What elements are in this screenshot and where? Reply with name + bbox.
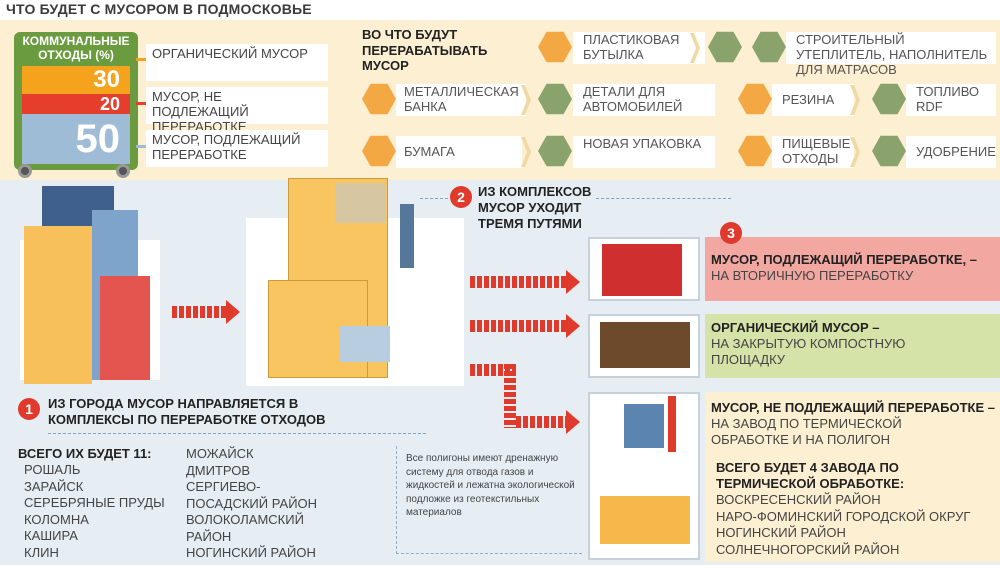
flow-arrow [172, 306, 226, 318]
complex-item: СЕРГИЕВО-ПОСАДСКИЙ РАЙОН [186, 479, 318, 511]
fertilizer-icon [872, 135, 906, 167]
complex-item: ЗАРАЙСК [24, 478, 84, 494]
flow-arrow [516, 416, 566, 428]
complex-item: КАШИРА [24, 528, 78, 543]
insulation-icon [708, 31, 742, 63]
to-item: ТОПЛИВО RDF [906, 84, 996, 116]
complexes-col1: РОШАЛЬ ЗАРАЙСК СЕРЕБРЯНЫЕ ПРУДЫ КОЛОМНА … [24, 462, 174, 561]
step1-text: ИЗ ГОРОДА МУСОР НАПРАВЛЯЕТСЯ В КОМПЛЕКСЫ… [48, 396, 326, 427]
to-item: СТРОИТЕЛЬНЫЙ УТЕПЛИТЕЛЬ, НАПОЛНИТЕЛЬ ДЛЯ… [786, 32, 996, 77]
step-number: 1 [18, 398, 40, 420]
plants-header: ВСЕГО БУДЕТ 4 ЗАВОДА ПО ТЕРМИЧЕСКОЙ ОБРА… [716, 460, 905, 491]
legend-bar [136, 145, 148, 148]
tanks-icon [340, 326, 390, 362]
car-parts-icon [538, 83, 572, 115]
complexes-col2: МОЖАЙСК ДМИТРОВ СЕРГИЕВО-ПОСАДСКИЙ РАЙОН… [186, 446, 326, 562]
bottle-icon [538, 31, 572, 63]
from-item: БУМАГА [396, 136, 522, 168]
house-icon [752, 31, 786, 63]
segment-organic: 30 [22, 66, 130, 94]
from-item: ПЛАСТИКОВАЯ БУТЫЛКА [573, 32, 705, 64]
box-icon [538, 135, 572, 167]
factory-icon [602, 244, 682, 296]
label-recyclable: МУСОР, ПОДЛЕЖАЩИЙ ПЕРЕРАБОТКЕ [146, 130, 328, 167]
chimney-icon [400, 204, 414, 268]
complex-item: НОГИНСКИЙ РАЙОН [186, 545, 316, 560]
complexes-header: ВСЕГО ИХ БУДЕТ 11: [18, 446, 152, 461]
path-band-thermal [705, 392, 1000, 562]
step-number: 2 [450, 186, 472, 208]
plant-item: НОГИНСКИЙ РАЙОН [716, 525, 846, 540]
path-title: МУСОР, НЕ ПОДЛЕЖАЩИЙ ПЕРЕРАБОТКЕ – [711, 400, 996, 415]
recycle-question: ВО ЧТО БУДУТ ПЕРЕРАБАТЫВАТЬ МУСОР [362, 27, 488, 73]
to-item: ДЕТАЛИ ДЛЯ АВТОМОБИЛЕЙ [573, 84, 715, 116]
flow-arrow [470, 276, 566, 288]
from-item: ПИЩЕВЫЕ ОТХОДЫ [772, 136, 854, 168]
segment-recyclable: 50 [22, 114, 130, 164]
complex-item: ДМИТРОВ [186, 462, 251, 478]
complex-item: КОЛОМНА [24, 511, 89, 527]
complex-item: ВОЛОКОЛАМСКИЙ РАЙОН [186, 512, 304, 544]
label-nonrecyclable: МУСОР, НЕ ПОДЛЕЖАЩИЙ ПЕРЕРАБОТКЕ [146, 87, 328, 134]
from-item: МЕТАЛЛИЧЕСКАЯ БАНКА [396, 84, 526, 116]
roof-icon [335, 183, 385, 223]
flow-arrow-head [566, 410, 580, 434]
to-item: НОВАЯ УПАКОВКА [573, 136, 715, 168]
legend-bar [136, 58, 148, 61]
complex-item: СЕРЕБРЯНЫЕ ПРУДЫ [24, 495, 165, 510]
path-text: НА ВТОРИЧНУЮ ПЕРЕРАБОТКУ [711, 268, 914, 283]
plant-icon [624, 404, 664, 448]
chimney-icon [668, 396, 676, 452]
path-title: ОРГАНИЧЕСКИЙ МУСОР – [711, 320, 880, 335]
building-icon [24, 226, 92, 384]
rubber-icon [738, 83, 772, 115]
dashed-line [420, 198, 448, 199]
plant-item: ВОСКРЕСЕНСКИЙ РАЙОН [716, 492, 881, 507]
food-waste-icon [738, 135, 772, 167]
plant-item: НАРО-ФОМИНСКИЙ ГОРОДСКОЙ ОКРУГ [716, 508, 971, 524]
legend-bar [136, 102, 148, 105]
path-band-compost [705, 314, 1000, 378]
page-title: ЧТО БУДЕТ С МУСОРОМ В ПОДМОСКОВЬЕ [6, 1, 312, 17]
step2-text: ИЗ КОМПЛЕКСОВ МУСОР УХОДИТ ТРЕМЯ ПУТЯМИ [478, 184, 592, 231]
fuel-icon [872, 83, 906, 115]
flow-arrow-head [566, 270, 580, 294]
flow-arrow-head [226, 300, 240, 324]
note-text: Все полигоны имеют дренажную систему для… [406, 453, 575, 518]
path-title: МУСОР, ПОДЛЕЖАЩИЙ ПЕРЕРАБОТКЕ, – [711, 252, 977, 267]
path-text: НА ЗАВОД ПО ТЕРМИЧЕСКОЙ ОБРАБОТКЕ И НА П… [711, 416, 902, 447]
bin-header: КОММУНАЛЬНЫЕ ОТХОДЫ (%) [22, 34, 130, 62]
label-organic: ОРГАНИЧЕСКИЙ МУСОР [146, 44, 328, 81]
landfill-icon [600, 496, 690, 544]
plants-list: ВОСКРЕСЕНСКИЙ РАЙОН НАРО-ФОМИНСКИЙ ГОРОД… [716, 492, 996, 558]
to-item: УДОБРЕНИЕ [906, 136, 996, 168]
complex-item: МОЖАЙСК [186, 446, 254, 461]
compost-icon [600, 322, 690, 368]
complex-item: КЛИН [24, 544, 59, 560]
flow-arrow-head [566, 314, 580, 338]
path-band-recycling [705, 237, 1000, 301]
wheel-icon [18, 164, 32, 178]
flow-arrow [470, 320, 566, 332]
complex-item: РОШАЛЬ [24, 462, 81, 477]
building-icon [100, 276, 150, 380]
dashed-line [48, 433, 426, 434]
plant-item: СОЛНЕЧНОГОРСКИЙ РАЙОН [716, 541, 900, 557]
path-text: НА ЗАКРЫТУЮ КОМПОСТНУЮ ПЛОЩАДКУ [711, 336, 906, 367]
segment-nonrecyclable: 20 [22, 94, 130, 114]
wheel-icon [116, 164, 130, 178]
flow-arrow [504, 364, 516, 428]
step-number: 3 [720, 222, 742, 244]
dashed-line [596, 198, 731, 199]
note-frame [396, 446, 582, 554]
from-item: РЕЗИНА [772, 84, 854, 116]
